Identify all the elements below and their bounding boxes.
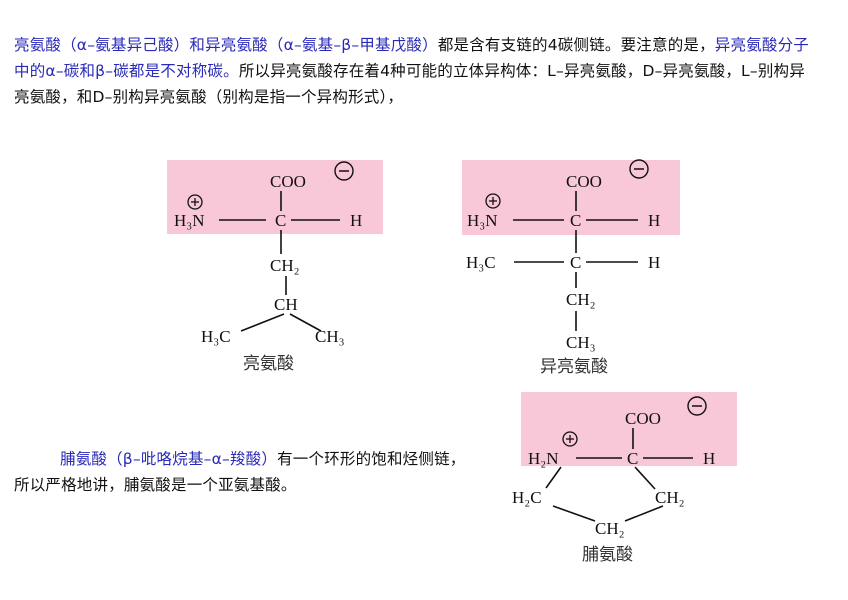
isoleucine-beta-carbon: C: [570, 253, 581, 272]
isoleucine-h3c: H₃C: [466, 253, 496, 272]
leucine-highlight: [167, 160, 383, 234]
leucine-coo: COO: [270, 172, 306, 191]
isoleucine-ch3: CH₃: [566, 333, 596, 352]
isoleucine-negative-charge-icon: [629, 159, 649, 179]
leucine-alpha-carbon: C: [275, 211, 286, 230]
leucine-formula: COO H₃N C H CH₂ CH H₃C CH₃ 亮氨酸: [167, 160, 383, 374]
side-chain-sentence: 都是含有支链的4碳侧链。要注意的是，: [437, 36, 715, 54]
leucine-isoleucine-names: 亮氨酸（α–氨基异己酸）和异亮氨酸（α–氨基–β–甲基戊酸）: [14, 36, 438, 54]
proline-formula: COO H₂N C H H₂C CH₂ CH₂ 脯氨酸: [512, 392, 737, 565]
asymmetric-carbon-sentence: 异亮氨酸分子中的α–碳和β–碳都是不对称碳。: [14, 36, 809, 80]
leucine-negative-charge-icon: [334, 161, 354, 181]
leucine-h3c: H₃C: [201, 327, 231, 346]
isoleucine-h3n: H₃N: [467, 211, 497, 230]
proline-caption: 脯氨酸: [582, 545, 633, 565]
proline-negative-charge-icon: [687, 396, 707, 416]
leucine-ch: CH: [274, 295, 298, 314]
isoleucine-alpha-h: H: [648, 211, 660, 230]
proline-ch2-right: CH₂: [655, 488, 685, 507]
proline-h2c: H₂C: [512, 488, 542, 507]
stereoisomer-sentence: 所以异亮氨酸存在着4种可能的立体异构体：L–异亮氨酸，D–异亮氨酸，L–别构异亮…: [14, 62, 805, 106]
proline-highlight: [521, 392, 737, 466]
leucine-h3n: H₃N: [174, 211, 204, 230]
proline-paragraph: 脯氨酸（β–吡咯烷基–α–羧酸）有一个环形的饱和烃侧链，所以严格地讲，脯氨酸是一…: [14, 446, 474, 498]
isoleucine-coo: COO: [566, 172, 602, 191]
leucine-h: H: [350, 211, 362, 230]
proline-description: 有一个环形的饱和烃侧链，所以严格地讲，脯氨酸是一个亚氨基酸。: [14, 450, 466, 494]
leucine-positive-charge-icon: [187, 194, 203, 210]
isoleucine-positive-charge-icon: [485, 193, 501, 209]
isoleucine-caption: 异亮氨酸: [540, 357, 608, 377]
proline-h: H: [703, 449, 715, 468]
leucine-caption: 亮氨酸: [243, 354, 294, 374]
isoleucine-formula: COO H₃N C H H₃C C H CH₂ CH₃ 异亮氨酸: [462, 159, 680, 377]
proline-h2n: H₂N: [528, 449, 558, 468]
isoleucine-ch2: CH₂: [566, 290, 596, 309]
intro-paragraph: 亮氨酸（α–氨基异己酸）和异亮氨酸（α–氨基–β–甲基戊酸）都是含有支链的4碳侧…: [14, 32, 814, 110]
isoleucine-beta-h: H: [648, 253, 660, 272]
leucine-ch2: CH₂: [270, 256, 300, 275]
proline-coo: COO: [625, 409, 661, 428]
proline-name: 脯氨酸（β–吡咯烷基–α–羧酸）: [60, 450, 278, 468]
proline-ch2-bottom: CH₂: [595, 519, 625, 538]
proline-alpha-carbon: C: [627, 449, 638, 468]
proline-positive-charge-icon: [562, 431, 578, 447]
isoleucine-alpha-carbon: C: [570, 211, 581, 230]
leucine-ch3: CH₃: [315, 327, 345, 346]
